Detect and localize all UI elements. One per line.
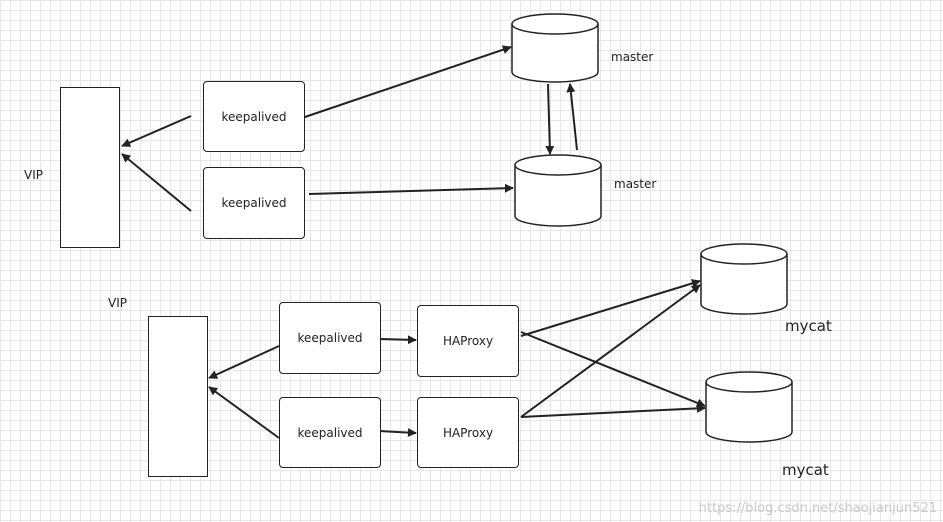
bottom-vip-rect [148, 316, 208, 477]
arrow-top-k2-to-db2 [308, 183, 514, 195]
top-vip-rect [60, 87, 120, 248]
watermark-url: https://blog.csdn.net/shaojianjun521 [698, 501, 937, 516]
top-db-cylinder-1 [511, 13, 599, 83]
bottom-db-1-label: mycat [785, 317, 832, 335]
arrow-bottom-k2-to-vip [208, 386, 280, 439]
arrow-db1-to-db2 [545, 83, 555, 155]
arrow-top-k2-to-vip [121, 153, 192, 212]
bottom-vip-label: VIP [108, 296, 127, 310]
bottom-keepalived-2-label: keepalived [297, 425, 363, 440]
arrow-top-k1-to-db1 [301, 45, 512, 119]
arrow-k1-to-haproxy1 [378, 335, 417, 345]
top-keepalived-1: keepalived [203, 81, 305, 152]
bottom-db-cylinder-2 [705, 371, 793, 443]
top-db-1-label: master [611, 50, 654, 64]
arrow-h1-to-mycat2 [520, 331, 706, 408]
bottom-keepalived-1-label: keepalived [297, 331, 363, 345]
top-db-2-label: master [614, 177, 657, 191]
bottom-keepalived-2: keepalived [279, 397, 381, 468]
bottom-db-2-label: mycat [782, 461, 829, 479]
haproxy-2: HAProxy [417, 397, 519, 468]
arrow-bottom-k1-to-vip [208, 345, 280, 379]
arrow-db2-to-db1 [566, 83, 578, 151]
arrow-top-k1-to-vip [121, 115, 192, 147]
haproxy-1-label: HAProxy [442, 334, 494, 348]
top-keepalived-2: keepalived [203, 167, 305, 239]
top-keepalived-2-label: keepalived [221, 196, 287, 210]
arrow-h2-to-mycat1 [520, 284, 701, 418]
haproxy-2-label: HAProxy [442, 425, 494, 440]
arrow-k2-to-haproxy2 [378, 428, 417, 438]
top-db-cylinder-2 [514, 154, 602, 227]
top-vip-label: VIP [24, 168, 43, 182]
arrow-h2-to-mycat2 [520, 403, 706, 418]
arrow-h1-to-mycat1 [520, 279, 701, 337]
bottom-keepalived-1: keepalived [279, 302, 381, 374]
bottom-db-cylinder-1 [700, 243, 788, 315]
top-keepalived-1-label: keepalived [221, 109, 287, 124]
haproxy-1: HAProxy [417, 305, 519, 377]
